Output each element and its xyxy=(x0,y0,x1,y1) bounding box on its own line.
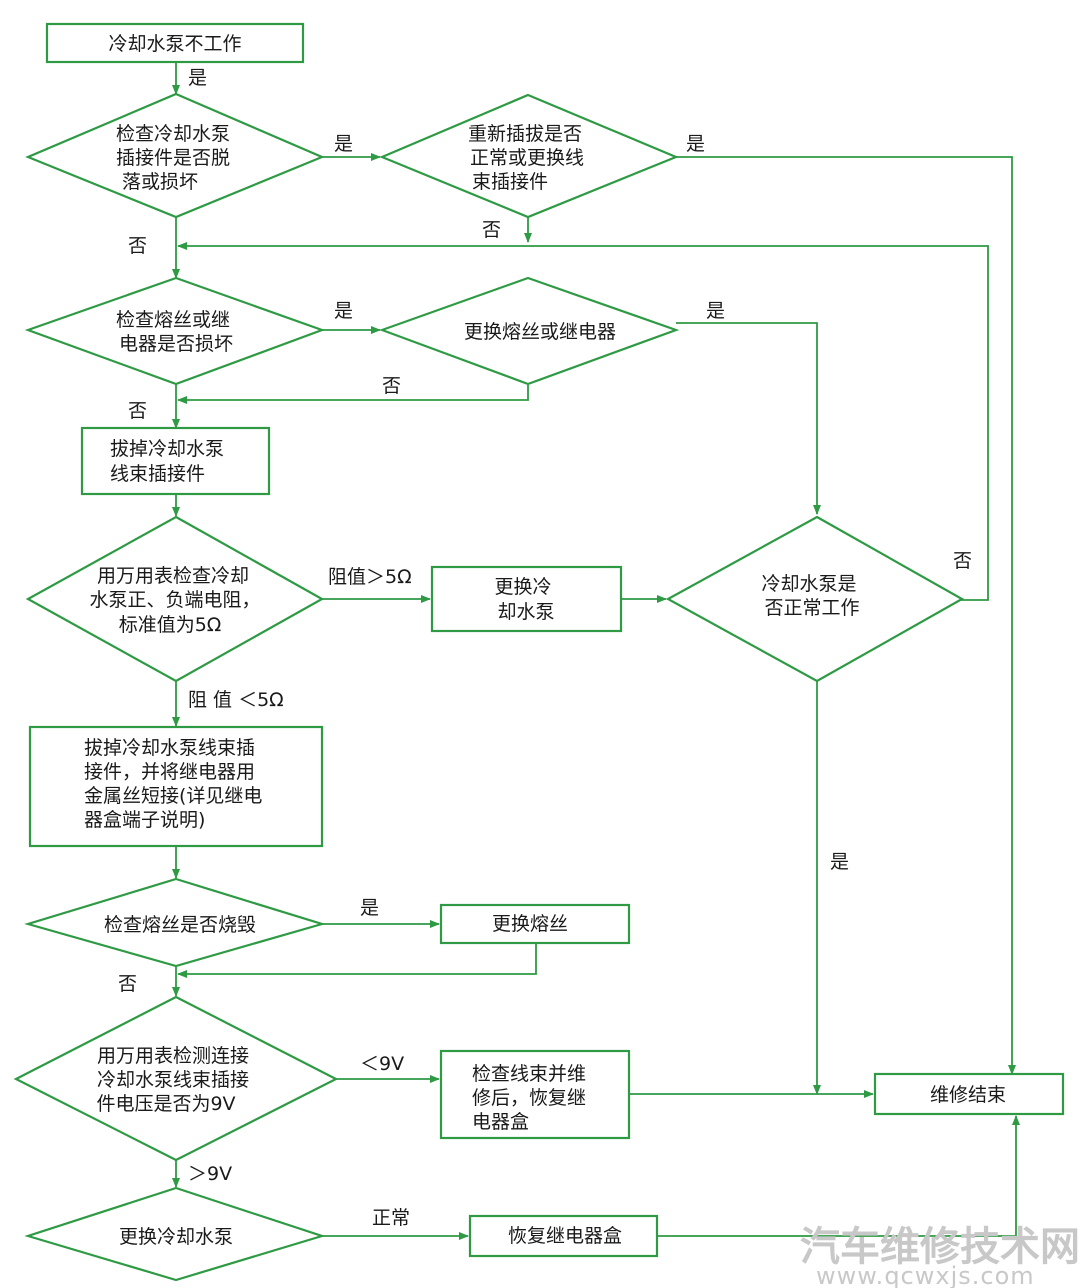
decision-check-connector-label: 检查冷却水泵 插接件是否脱 落或损坏 xyxy=(116,123,236,193)
edge-d4-no xyxy=(177,385,529,404)
decision-replace-fuse-relay-label: 更换熔丝或继电器 xyxy=(464,321,616,343)
label-start-yes: 是 xyxy=(188,67,207,89)
label-d2-no: 否 xyxy=(482,219,501,241)
decision-check-fuse-relay xyxy=(24,276,326,386)
end-box xyxy=(873,1072,1065,1116)
decision-replug-connector-label: 重新插拔是否 正常或更换线 束插接件 xyxy=(468,123,590,193)
label-d4-no: 否 xyxy=(382,375,401,397)
edge-b5-return xyxy=(177,943,537,978)
decision-measure-resistance-label: 用万用表检查冷却 水泵正、负端电阻， 标准值为5Ω xyxy=(89,565,266,636)
label-d8-gt: ＞9V xyxy=(188,1163,232,1185)
start-box-label: 冷却水泵不工作 xyxy=(108,33,241,55)
label-d5-lt: 阻 值 ＜5Ω xyxy=(188,689,284,711)
box-replace-pump-label: 更换冷 却水泵 xyxy=(494,576,557,623)
watermark-url: www.qcwxjs.com xyxy=(816,1262,1035,1288)
label-d1-yes: 是 xyxy=(334,133,353,155)
watermark: 汽车维修技术网 www.qcwxjs.com xyxy=(800,1224,1080,1288)
decision-pump-working-label: 冷却水泵是 否正常工作 xyxy=(761,573,862,619)
label-d6-yes: 是 xyxy=(830,851,849,873)
box-restore-relay-box-label: 恢复继电器盒 xyxy=(508,1225,622,1247)
label-d2-yes: 是 xyxy=(686,133,705,155)
decision-check-fuse-relay-label: 检查熔丝或继 电器是否损坏 xyxy=(116,309,236,355)
box-repair-harness xyxy=(439,1049,631,1140)
label-d7-no: 否 xyxy=(118,973,137,995)
watermark-title: 汽车维修技术网 xyxy=(800,1224,1080,1270)
label-d9-ok: 正常 xyxy=(372,1207,410,1229)
decision-fuse-burnt xyxy=(24,877,326,968)
edge-d6-no-return xyxy=(177,242,989,601)
label-d7-yes: 是 xyxy=(360,897,379,919)
decision-pump-working xyxy=(665,515,965,683)
label-d1-no: 否 xyxy=(128,235,147,257)
box-restore-relay-box xyxy=(468,1214,659,1258)
end-box-label: 维修结束 xyxy=(930,1084,1006,1106)
box-repair-harness-label: 检查线束并维 修后，恢复继 电器盒 xyxy=(472,1063,592,1133)
start-box xyxy=(45,22,305,64)
edge-b7-end xyxy=(657,1115,1020,1237)
label-d3-yes: 是 xyxy=(334,300,353,322)
box-replace-fuse xyxy=(439,903,631,945)
label-d4-yes: 是 xyxy=(706,300,725,322)
decision-fuse-burnt-label: 检查熔丝是否烧毁 xyxy=(104,914,256,936)
edge-labels: 是 是 是 否 否 是 是 否 否 阻值＞5Ω 阻 值 ＜5Ω 否 是 是 否 … xyxy=(118,67,972,1229)
label-d5-gt: 阻值＞5Ω xyxy=(328,566,412,588)
label-d3-no: 否 xyxy=(128,400,147,422)
box-replace-fuse-label: 更换熔丝 xyxy=(492,913,568,935)
decision-measure-voltage-label: 用万用表检测连接 冷却水泵线束插接 件电压是否为9V xyxy=(96,1045,255,1115)
edges xyxy=(172,62,1020,1240)
box-short-relay xyxy=(28,725,324,848)
box-unplug-harness-label: 拔掉冷却水泵 线束插接件 xyxy=(110,438,230,485)
decision-replace-pump-final xyxy=(24,1186,326,1282)
box-replace-pump xyxy=(430,565,623,633)
decision-replace-fuse-relay xyxy=(378,276,680,386)
box-short-relay-label: 拔掉冷却水泵线束插 接件，并将继电器用 金属丝短接(详见继电 器盒端子说明) xyxy=(84,737,268,831)
box-unplug-harness xyxy=(80,426,271,496)
decision-measure-resistance xyxy=(25,515,325,683)
edge-d4-d6 xyxy=(676,322,821,515)
decision-check-connector xyxy=(25,92,325,219)
label-d8-lt: ＜9V xyxy=(360,1053,404,1075)
decision-replug-connector xyxy=(379,93,679,219)
label-d6-no: 否 xyxy=(953,550,972,572)
edge-d2-end xyxy=(676,156,1016,1075)
decision-measure-voltage xyxy=(13,995,339,1162)
decision-replace-pump-final-label: 更换冷却水泵 xyxy=(119,1226,233,1248)
